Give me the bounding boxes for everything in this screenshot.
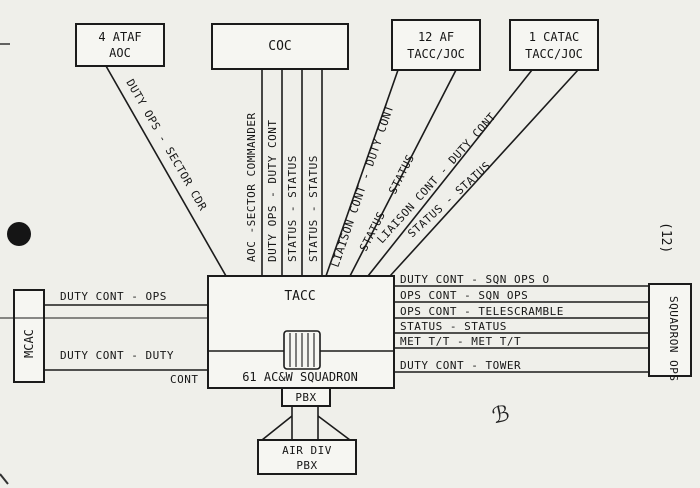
- link-pbx-3: [261, 415, 293, 441]
- node-1-catac-label-1: 1 CATAC: [529, 30, 580, 44]
- link-sqn-4-label: STATUS - STATUS: [400, 320, 507, 333]
- link-ataf-label: DUTY OPS - SECTOR CDR: [123, 77, 209, 213]
- link-catac-2: [389, 69, 579, 277]
- node-12-af-label-1: 12 AF: [418, 30, 454, 44]
- node-coc: [211, 23, 349, 70]
- link-coc-3-label: STATUS - STATUS: [286, 155, 299, 262]
- link-sqn-1-label: DUTY CONT - SQN OPS O: [400, 273, 550, 286]
- link-mcac-2b-label: CONT: [170, 373, 199, 386]
- node-squadron-ops-label: SQUADRON OPS: [667, 296, 680, 381]
- node-air-div-label-1: AIR DIV: [282, 444, 332, 457]
- node-12-af: [391, 19, 481, 71]
- node-coc-label: COC: [268, 39, 291, 54]
- link-af12-2: [349, 69, 457, 277]
- link-sqn-5-label: MET T/T - MET T/T: [400, 335, 521, 348]
- node-squadron-label: 61 AC&W SQUADRON: [242, 370, 358, 384]
- link-sqn-3-label: OPS CONT - TELESCRAMBLE: [400, 305, 564, 318]
- punch-hole: [7, 222, 31, 246]
- node-4-ataf-aoc: [75, 23, 165, 67]
- link-mcac-1-label: DUTY CONT - OPS: [60, 290, 167, 303]
- node-1-catac-label-2: TACC/JOC: [525, 47, 583, 61]
- node-air-div-label-2: PBX: [296, 459, 317, 472]
- node-mcac: [13, 289, 45, 383]
- node-squadron-ops: [648, 283, 692, 377]
- link-af12-1: [325, 69, 399, 277]
- node-air-div-pbx: [257, 439, 357, 475]
- node-pbx-label: PBX: [295, 391, 316, 404]
- link-ataf: [105, 65, 227, 277]
- node-tacc-label: TACC: [284, 289, 315, 304]
- handwritten-mark: ℬ: [490, 401, 512, 429]
- node-pbx: [281, 387, 331, 407]
- scan-mark-2: [0, 473, 9, 485]
- link-coc-4-label: STATUS - STATUS: [307, 155, 320, 262]
- page-number: (12): [658, 222, 673, 253]
- link-sqn-6-label: DUTY CONT - TOWER: [400, 359, 521, 372]
- link-catac-1: [367, 69, 533, 277]
- node-12-af-label-2: TACC/JOC: [407, 47, 465, 61]
- node-1-catac: [509, 19, 599, 71]
- link-pbx-4: [317, 415, 351, 441]
- node-mcac-label: MCAC: [22, 329, 36, 358]
- link-coc-2-label: DUTY OPS - DUTY CONT: [266, 120, 279, 262]
- node-4-ataf-label-2: AOC: [109, 46, 131, 60]
- node-4-ataf-label-1: 4 ATAF: [98, 30, 141, 44]
- link-mcac-2-label: DUTY CONT - DUTY: [60, 349, 174, 362]
- link-coc-1-label: AOC -SECTOR COMMANDER: [245, 112, 258, 262]
- link-sqn-2-label: OPS CONT - SQN OPS: [400, 289, 528, 302]
- switchboard-icon: [283, 330, 321, 370]
